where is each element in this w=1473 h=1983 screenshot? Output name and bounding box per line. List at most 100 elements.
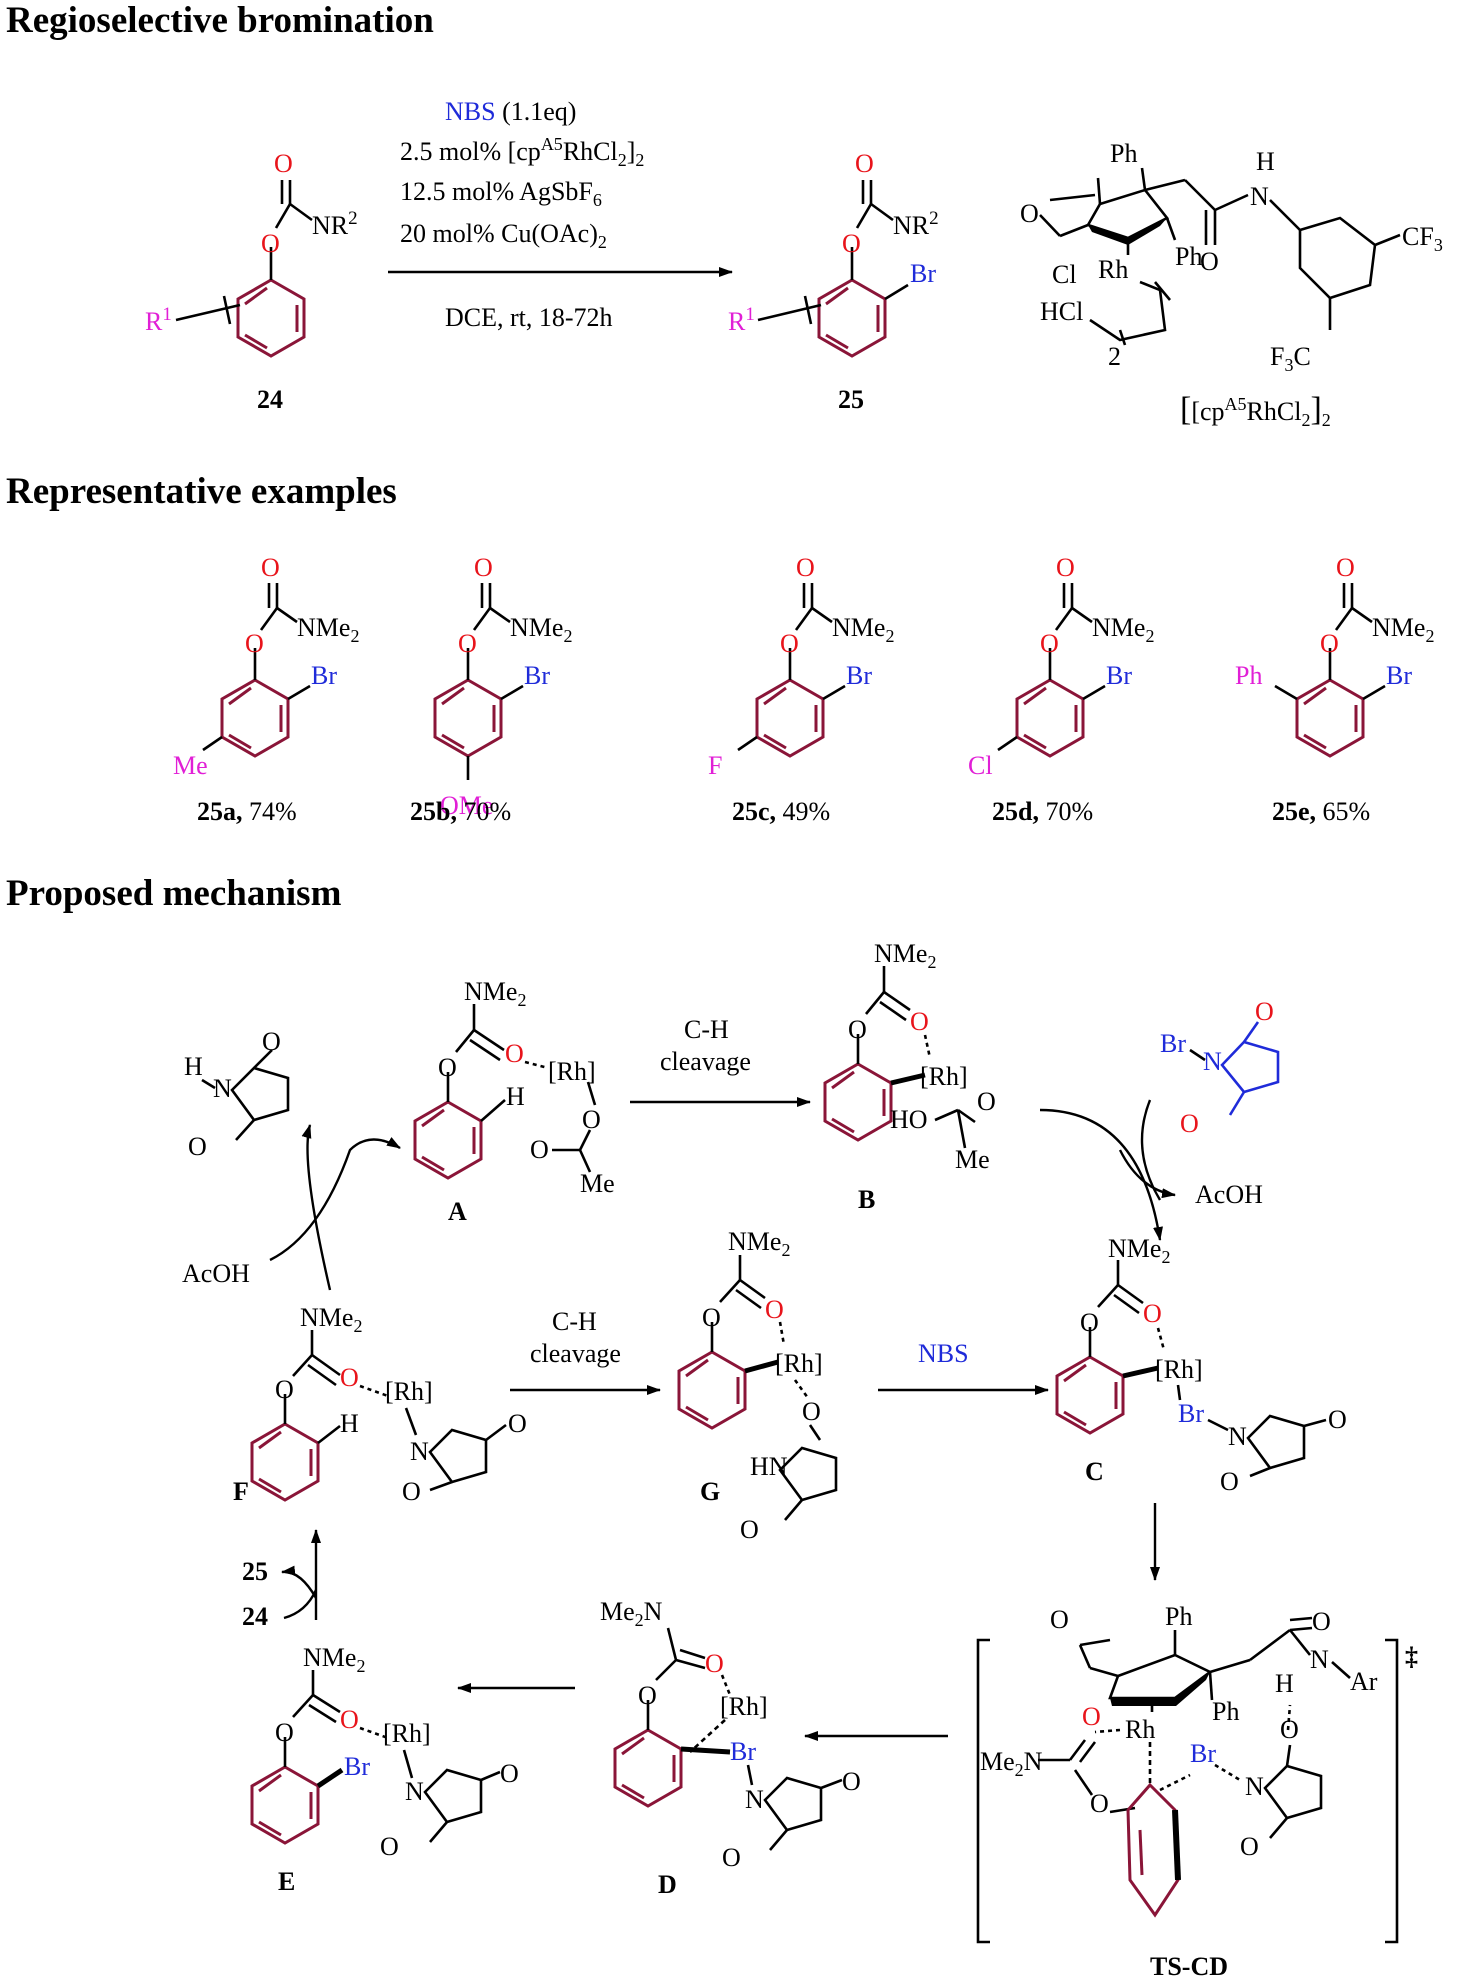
example-ring	[1295, 678, 1365, 758]
svg-text:O: O	[702, 1303, 721, 1332]
svg-text:O: O	[500, 1759, 519, 1788]
svg-text:O: O	[802, 1397, 821, 1426]
cond-rh: 2.5 mol% [cpA5RhCl2]2	[400, 134, 644, 170]
svg-text:Ph: Ph	[1212, 1697, 1239, 1726]
svg-text:[Rh]: [Rh]	[1155, 1355, 1203, 1384]
svg-text:O: O	[582, 1105, 601, 1134]
example-label: 25a, 74%	[197, 797, 297, 826]
svg-text:[Rh]: [Rh]	[383, 1719, 431, 1748]
bond	[1362, 684, 1386, 701]
svg-text:CF3: CF3	[1402, 222, 1443, 255]
svg-text:NMe2: NMe2	[874, 939, 936, 972]
label-F: F	[233, 1477, 249, 1506]
substituent-label: Ph	[1235, 661, 1262, 690]
svg-text:C-H: C-H	[552, 1307, 597, 1336]
svg-text:cleavage: cleavage	[530, 1339, 621, 1368]
ether-oxygen: O	[780, 629, 799, 658]
substituent-label: OMe	[440, 791, 493, 820]
example-label: 25c, 49%	[732, 797, 830, 826]
svg-text:Rh: Rh	[1125, 1715, 1155, 1744]
svg-text:NMe2: NMe2	[464, 977, 526, 1010]
example-label: 25d, 70%	[992, 797, 1093, 826]
svg-text:O: O	[638, 1681, 657, 1710]
cond-solvent: DCE, rt, 18-72h	[445, 303, 613, 332]
svg-text:HO: HO	[890, 1105, 928, 1134]
svg-text:H: H	[1275, 1669, 1294, 1698]
ether-oxygen: O	[261, 229, 280, 258]
svg-text:O: O	[1080, 1308, 1099, 1337]
svg-text:O: O	[722, 1843, 741, 1872]
label-25: 25	[838, 385, 864, 414]
svg-text:NMe2: NMe2	[303, 1643, 365, 1676]
svg-text:N: N	[1245, 1772, 1264, 1801]
bromine-label: Br	[1106, 661, 1132, 690]
bond	[202, 735, 223, 752]
intermediate-E: O NMe2 O [Rh] Br N O O E	[250, 1643, 519, 1896]
cond-nbs: NBS (1.1eq)	[445, 97, 576, 126]
bond	[287, 684, 311, 701]
heading-regioselective: Regioselective bromination	[6, 0, 434, 41]
svg-text:H: H	[184, 1052, 203, 1081]
bromine-label: Br	[910, 259, 936, 288]
svg-text:[Rh]: [Rh]	[920, 1062, 968, 1091]
svg-text:Br: Br	[344, 1752, 370, 1781]
svg-text:Me2N: Me2N	[980, 1747, 1043, 1780]
svg-text:O: O	[1082, 1702, 1101, 1731]
svg-text:N: N	[1310, 1645, 1329, 1674]
svg-text:N: N	[1228, 1422, 1247, 1451]
svg-text:C-H: C-H	[684, 1015, 729, 1044]
svg-text:NBS: NBS	[918, 1339, 969, 1368]
cond-ag: 12.5 mol% AgSbF6	[400, 177, 602, 210]
svg-text:Ph: Ph	[1165, 1602, 1192, 1631]
ether-oxygen: O	[1320, 629, 1339, 658]
svg-text:Me: Me	[580, 1169, 615, 1198]
label-24: 24	[257, 385, 283, 414]
svg-text:NMe2: NMe2	[300, 1303, 362, 1336]
heading-examples: Representative examples	[6, 471, 397, 512]
svg-text:O: O	[848, 1015, 867, 1044]
bromine-label: Br	[524, 661, 550, 690]
label-E: E	[278, 1867, 295, 1896]
bromine-label: Br	[311, 661, 337, 690]
nme2-label: NMe2	[832, 613, 894, 646]
svg-text:[Rh]: [Rh]	[775, 1349, 823, 1378]
bond	[737, 735, 758, 752]
bond	[259, 607, 279, 631]
intermediate-C: O NMe2 O [Rh] Br N O O C	[1055, 1234, 1347, 1496]
svg-text:F3C: F3C	[1270, 342, 1311, 375]
svg-text:O: O	[1280, 1715, 1299, 1744]
arrow-25-out	[281, 1565, 318, 1599]
transition-state: ‡ Ph O N Ar H Ph O Rh O Me2N O	[976, 1602, 1418, 1981]
svg-text:N: N	[745, 1785, 764, 1814]
bond	[1274, 684, 1298, 701]
svg-text:O: O	[842, 1767, 861, 1796]
ether-oxygen: O	[245, 629, 264, 658]
bond	[822, 684, 846, 701]
svg-text:AcOH: AcOH	[1195, 1180, 1263, 1209]
nme2-label: NMe2	[1372, 613, 1434, 646]
svg-text:O: O	[1090, 1789, 1109, 1818]
svg-text:HN: HN	[750, 1452, 788, 1481]
bromine-label: Br	[1386, 661, 1412, 690]
svg-text:NMe2: NMe2	[1108, 1234, 1170, 1267]
bond	[500, 684, 524, 701]
svg-text:O: O	[1200, 247, 1219, 276]
svg-text:N: N	[1203, 1047, 1222, 1076]
nr2-label: NR2	[312, 208, 358, 240]
svg-text:O: O	[402, 1477, 421, 1506]
svg-text:O: O	[262, 1027, 281, 1056]
example-label: 25e, 65%	[1272, 797, 1370, 826]
compound-24: O O NR2 R1 24	[145, 149, 358, 414]
ether-oxygen: O	[1040, 629, 1059, 658]
bond	[1054, 607, 1074, 631]
svg-text:O: O	[380, 1832, 399, 1861]
svg-text:Me: Me	[955, 1145, 990, 1174]
bond	[1351, 606, 1373, 624]
svg-text:H: H	[340, 1409, 359, 1438]
bond	[1082, 684, 1106, 701]
